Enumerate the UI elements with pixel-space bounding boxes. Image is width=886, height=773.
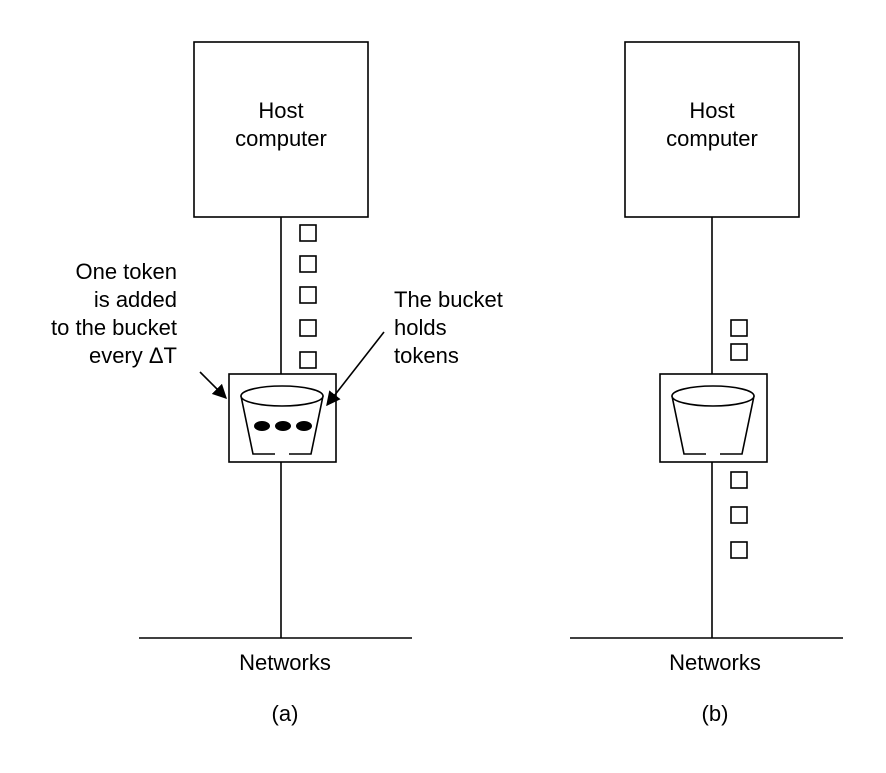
host-label-line2-a: computer [235,126,327,151]
note-right-line3: tokens [394,343,459,368]
host-label-line1-a: Host [258,98,303,123]
note-left-line3: to the bucket [51,315,177,340]
note-left-line2: is added [94,287,177,312]
host-computer-box-b [624,41,800,218]
network-label-a: Networks [239,650,331,675]
packet-b-5 [730,541,748,559]
panel-b: Host computer Networks (b) [570,41,843,726]
host-computer-box-a [193,41,369,218]
note-right-line1: The bucket [394,287,503,312]
host-label-line2-b: computer [666,126,758,151]
caption-a: (a) [272,701,299,726]
packet-a-1 [299,224,317,242]
packet-a-4 [299,319,317,337]
packet-b-2 [730,343,748,361]
token-a-2 [275,421,291,431]
packet-a-3 [299,286,317,304]
packet-b-4 [730,506,748,524]
network-label-b: Networks [669,650,761,675]
note-right-line2: holds [394,315,447,340]
token-a-3 [296,421,312,431]
packet-a-2 [299,255,317,273]
packet-a-5 [299,351,317,369]
caption-b: (b) [702,701,729,726]
bucket-icon-b [671,385,755,456]
host-label-line1-b: Host [689,98,734,123]
token-a-1 [254,421,270,431]
packet-b-3 [730,471,748,489]
arrow-left [199,371,228,400]
note-left-line4: every ΔT [89,343,177,368]
arrow-right [326,331,385,407]
bucket-icon-a [240,385,324,456]
note-left-line1: One token [75,259,177,284]
panel-a: Host computer One token is added to the … [51,41,503,726]
packet-b-1 [730,319,748,337]
